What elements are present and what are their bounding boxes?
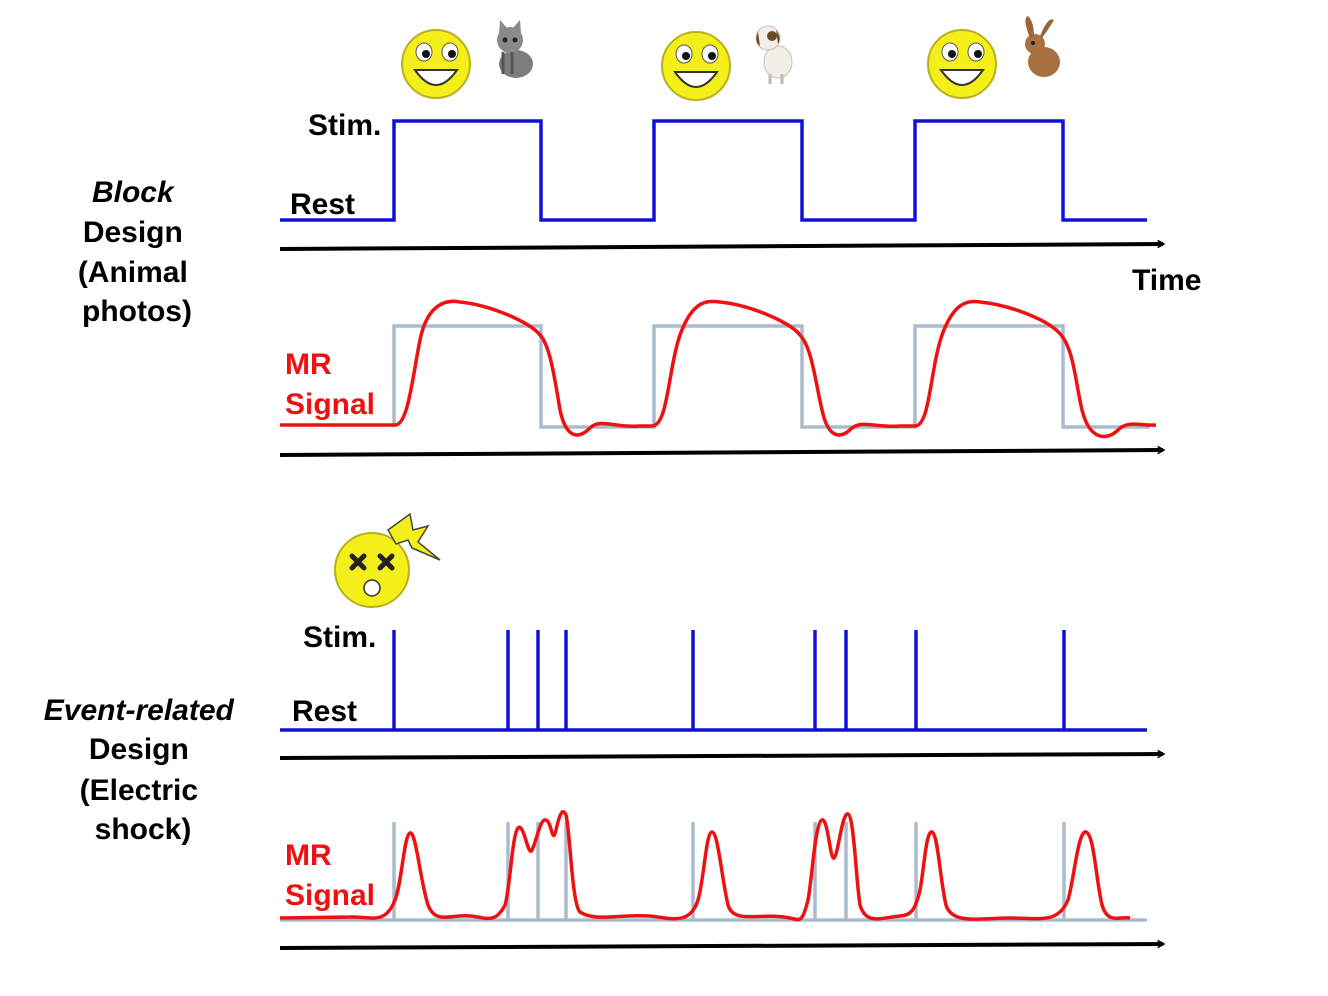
stim-label: Stim.: [308, 109, 381, 142]
dizzy-face-icon: [334, 532, 410, 608]
block-stimulus-boxcar: [280, 119, 1147, 222]
event-label-line-4: shock): [95, 813, 192, 846]
kitten-photo: [497, 20, 533, 78]
event-stimulus-sticks: [280, 630, 1147, 732]
event-signal-time-axis: [279, 939, 1166, 950]
block-signal-reference-boxcar: [392, 324, 1150, 429]
block-signal-time-axis: [279, 445, 1166, 457]
event-rest-label: Rest: [292, 695, 357, 728]
mr-signal-label-line-2: Signal: [285, 388, 375, 421]
event-label-line-3: (Electric: [80, 774, 198, 807]
event-label-line-1: Event-related: [44, 694, 235, 727]
block-label-line-1: Block: [92, 176, 175, 209]
event-signal-reference-sticks: [280, 822, 1147, 922]
event-time-axis: [279, 749, 1166, 760]
rabbit-photo: [1025, 16, 1060, 77]
time-label: Time: [1132, 264, 1201, 297]
smiley-face-icon: [661, 31, 731, 101]
block-mr-signal-curve: [280, 299, 1157, 439]
lightning-bolt-icon: [387, 512, 441, 561]
puppy-photo: [755, 25, 793, 84]
block-label-line-3: (Animal: [78, 256, 188, 289]
block-label-line-4: photos): [82, 295, 192, 328]
event-mr-signal-label-line-1: MR: [285, 839, 332, 872]
event-stim-label: Stim.: [303, 621, 376, 654]
event-label-line-2: Design: [89, 733, 189, 766]
block-label-line-2: Design: [83, 216, 183, 249]
event-mr-signal-curve: [279, 810, 1131, 922]
rest-label: Rest: [290, 188, 355, 221]
block-design-label: Block Design (Animal photos): [78, 176, 196, 328]
event-design-label: Event-related Design (Electric shock): [44, 694, 242, 846]
event-related-design-section: Event-related Design (Electric shock) St…: [44, 512, 1166, 950]
event-mr-signal-label-line-2: Signal: [285, 879, 375, 912]
mr-signal-label-line-1: MR: [285, 348, 332, 381]
smiley-face-icon: [401, 29, 471, 99]
smiley-face-icon: [927, 29, 997, 99]
block-design-section: Block Design (Animal photos): [78, 16, 1201, 457]
block-time-axis: [279, 239, 1166, 251]
